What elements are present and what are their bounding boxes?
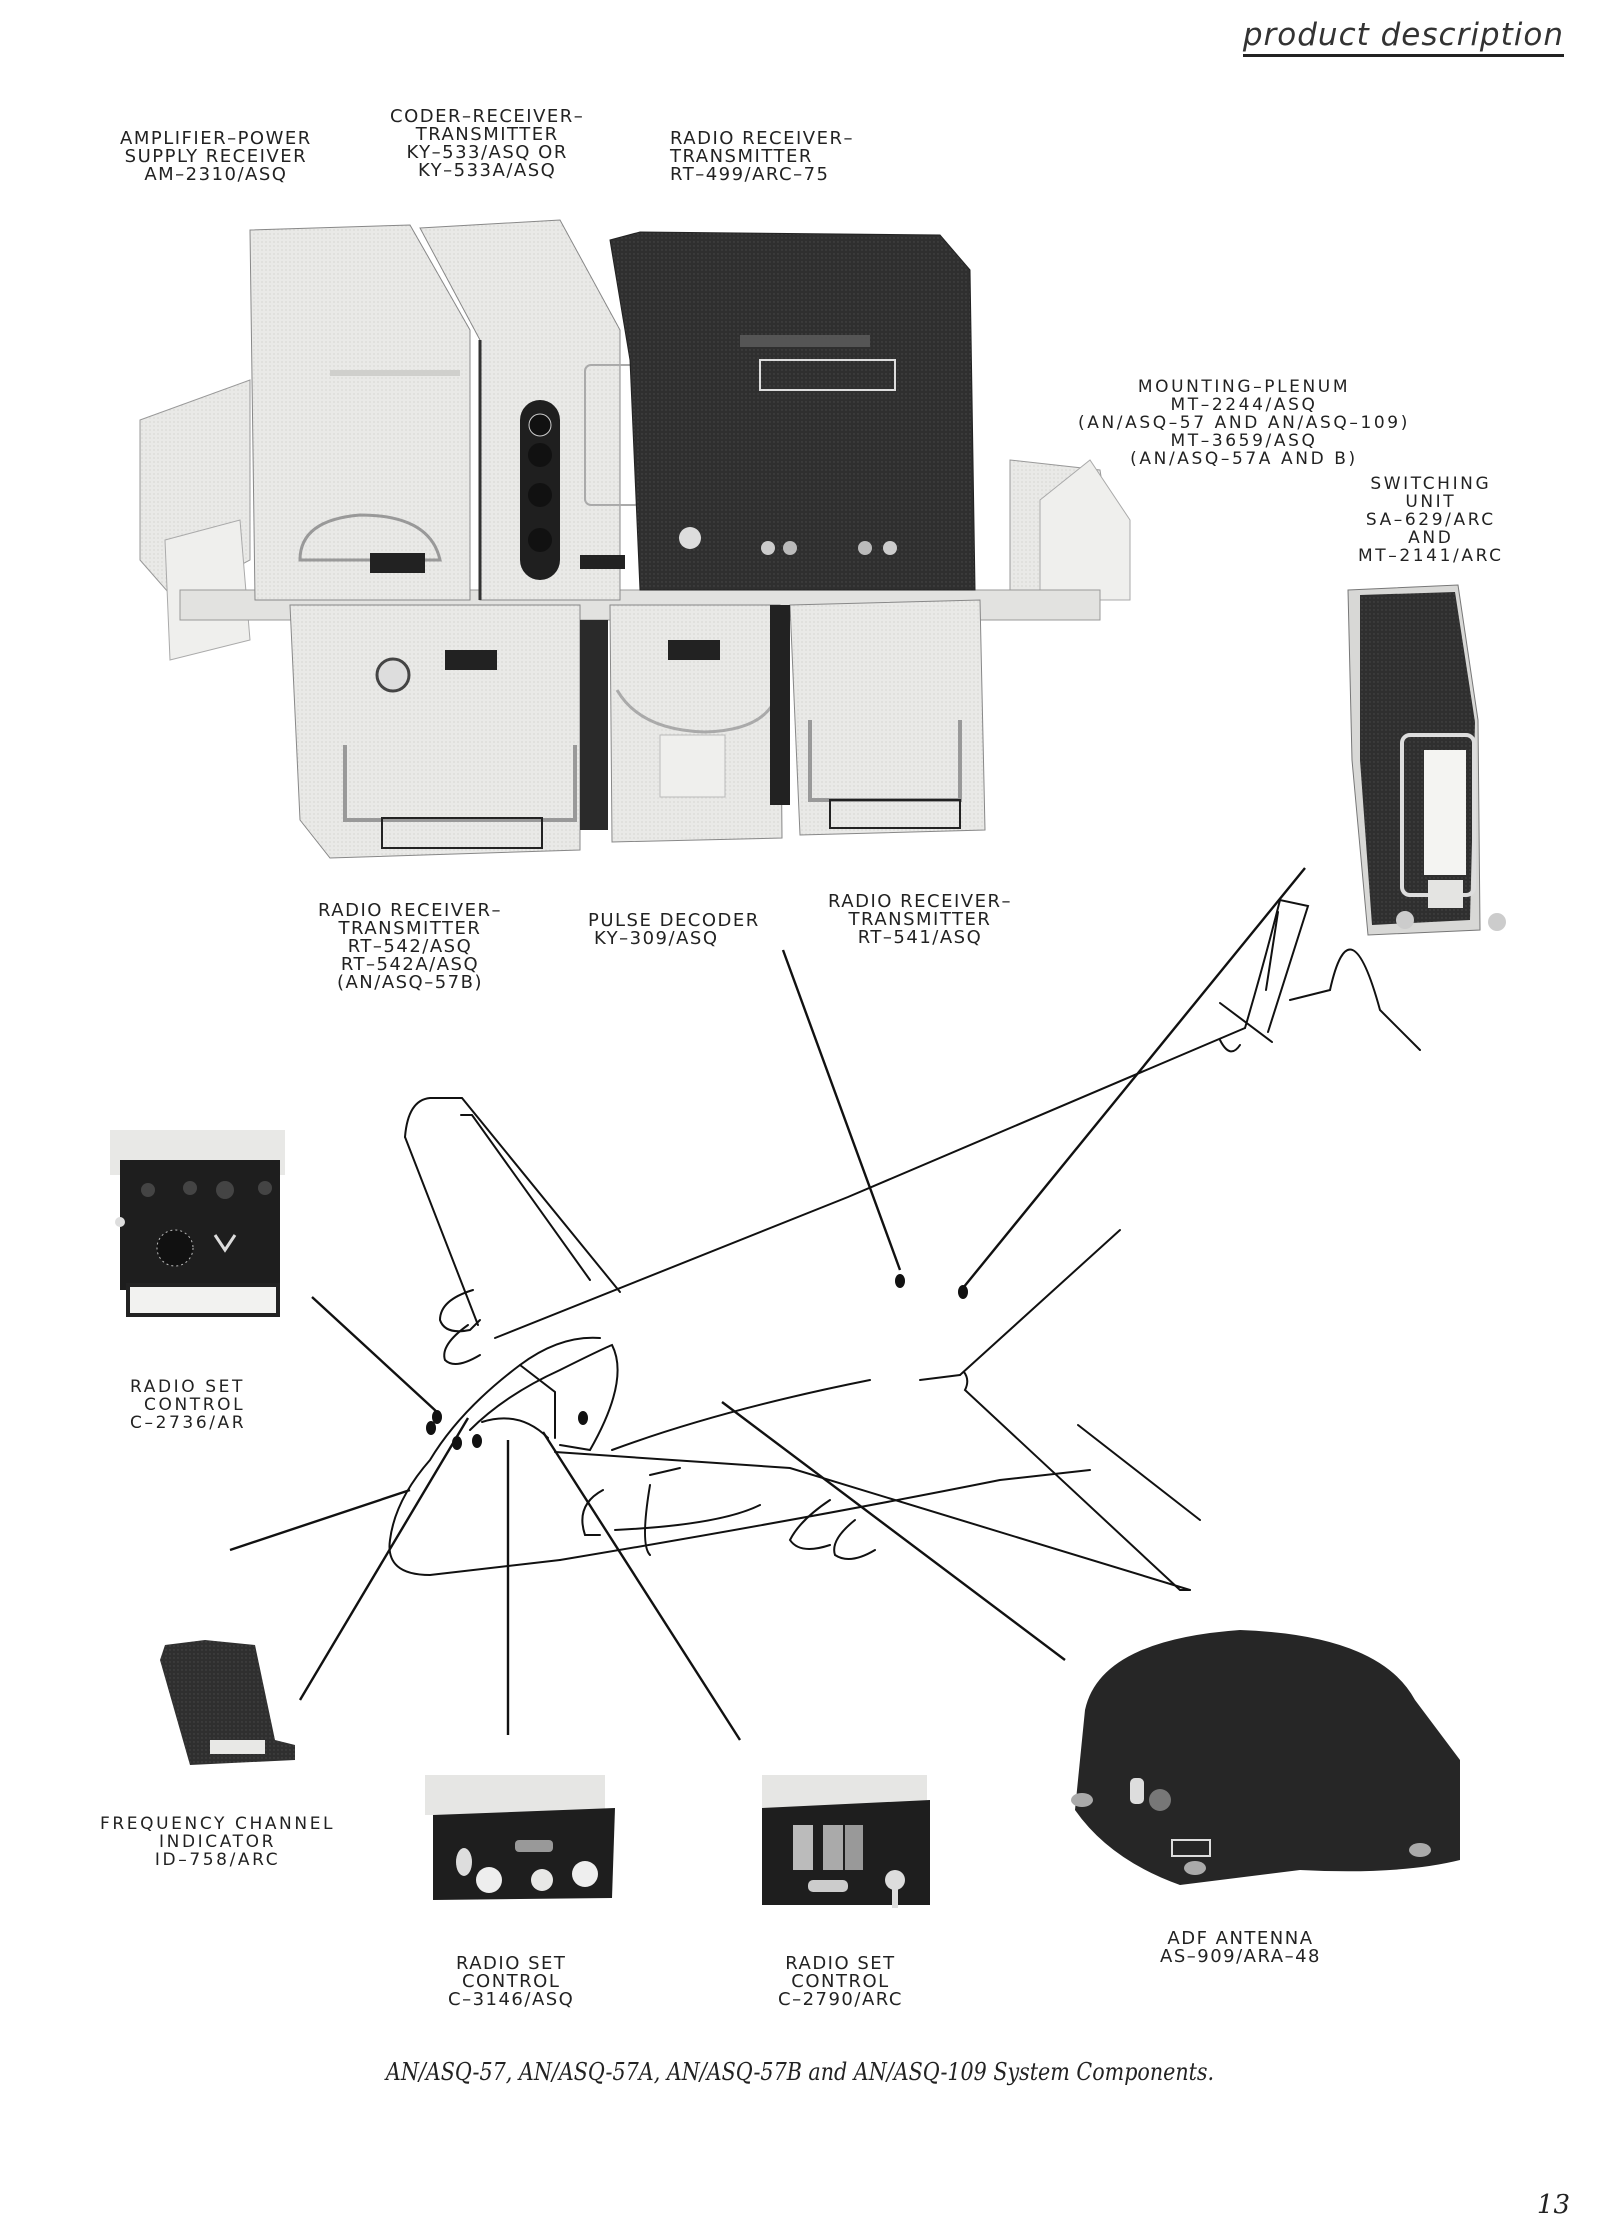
label-line: MT–2244/ASQ — [1170, 395, 1318, 415]
mounting-plenum-right-box — [1039, 459, 1131, 601]
label-line: ADF ANTENNA — [1167, 1928, 1314, 1949]
inflate-placard — [829, 799, 961, 829]
label-rt-499: RADIO RECEIVER– TRANSMITTER RT–499/ARC–7… — [670, 130, 854, 184]
frequency-indicator-photo — [160, 1640, 295, 1765]
label-line: RT–541/ASQ — [857, 927, 983, 948]
label-line: AM–2310/ASQ — [144, 164, 288, 185]
label-line: RT–542/ASQ — [347, 936, 473, 957]
nameplate — [370, 553, 425, 573]
leader-frequency-indicator — [298, 1417, 470, 1701]
label-pulse-decoder: PULSE DECODER KY–309/ASQ — [588, 912, 760, 948]
label-rt-541: RADIO RECEIVER– TRANSMITTER RT–541/ASQ — [828, 893, 1012, 947]
label-frequency-channel-indicator: FREQUENCY CHANNEL INDICATOR ID–758/ARC — [100, 1815, 335, 1869]
label-line: AS–909/ARA–48 — [1160, 1946, 1321, 1967]
leader-c-2736 — [311, 1296, 438, 1413]
label-line: MOUNTING–PLENUM — [1137, 377, 1351, 397]
label-c-2736: RADIO SET CONTROL C–2736/AR — [130, 1378, 246, 1432]
label-line: RADIO SET — [785, 1953, 896, 1974]
leader-c-2790 — [541, 1431, 742, 1741]
label-coder-receiver-transmitter: CODER–RECEIVER– TRANSMITTER KY–533/ASQ O… — [390, 108, 584, 180]
pulse-decoder-unit — [609, 604, 783, 843]
label-c-3146: RADIO SET CONTROL C–3146/ASQ — [448, 1955, 574, 2009]
label-line: CONTROL — [791, 1971, 890, 1992]
amplifier-power-supply-unit — [249, 224, 471, 601]
label-line: CONTROL — [144, 1395, 246, 1415]
label-line: RADIO SET — [455, 1953, 567, 1974]
leader-switching-unit — [962, 867, 1306, 1289]
aircraft-drawing — [388, 898, 1421, 1591]
label-line: KY–309/ASQ — [594, 928, 719, 949]
nameplate — [580, 555, 625, 569]
label-line: FREQUENCY CHANNEL — [100, 1814, 336, 1834]
label-switching-unit: SWITCHING UNIT SA–629/ARC AND MT–2141/AR… — [1358, 475, 1504, 565]
label-line: ID–758/ARC — [154, 1850, 281, 1870]
leader-pulse-decoder — [781, 949, 902, 1271]
label-line: MT–2141/ARC — [1358, 546, 1504, 566]
leader-adf-antenna — [721, 1401, 1066, 1661]
c-3146-control-photo — [425, 1775, 615, 1900]
label-line: CONTROL — [461, 1971, 561, 1992]
label-line: SA–629/ARC — [1365, 510, 1496, 530]
label-line: INDICATOR — [159, 1832, 277, 1852]
label-line: RADIO RECEIVER– — [318, 900, 502, 921]
label-line: KY–533/ASQ OR — [406, 142, 568, 163]
label-line: KY–533A/ASQ — [418, 160, 557, 181]
label-c-2790: RADIO SET CONTROL C–2790/ARC — [778, 1955, 903, 2009]
equipment-rack-photo — [139, 219, 1131, 859]
label-line: AND — [1408, 528, 1454, 548]
leader-dots — [426, 1274, 968, 1450]
c-2790-control-photo — [762, 1775, 930, 1908]
label-amplifier-power-supply: AMPLIFIER–POWER SUPPLY RECEIVER AM–2310/… — [120, 130, 312, 184]
warning-placard — [759, 359, 896, 391]
label-line: TRANSMITTER — [415, 124, 559, 145]
label-line: UNIT — [1405, 492, 1457, 512]
label-line: AMPLIFIER–POWER — [120, 128, 312, 149]
label-line: RADIO RECEIVER– — [828, 891, 1012, 912]
c-2736-control-photo — [110, 1130, 285, 1317]
inflate-placard — [381, 817, 543, 849]
nameplate — [668, 640, 720, 660]
label-line: RT–499/ARC–75 — [670, 164, 830, 185]
label-line: RADIO RECEIVER– — [670, 128, 854, 149]
label-line: SUPPLY RECEIVER — [124, 146, 308, 167]
label-line: (AN/ASQ–57A AND B) — [1130, 449, 1358, 469]
label-line: MT–3659/ASQ — [1170, 431, 1318, 451]
label-adf-antenna: ADF ANTENNA AS–909/ARA–48 — [1160, 1930, 1321, 1966]
label-line: TRANSMITTER — [338, 918, 482, 939]
label-mounting-plenum: MOUNTING–PLENUM MT–2244/ASQ (AN/ASQ–57 A… — [1078, 378, 1410, 468]
label-line: TRANSMITTER — [670, 146, 813, 167]
figure-caption: AN/ASQ-57, AN/ASQ-57A, AN/ASQ-57B and AN… — [385, 2058, 1215, 2086]
label-line: PULSE DECODER — [588, 910, 760, 931]
label-line: (AN/ASQ–57 AND AN/ASQ–109) — [1078, 413, 1410, 433]
label-rt-542: RADIO RECEIVER– TRANSMITTER RT–542/ASQ R… — [318, 902, 502, 992]
switching-unit-photo — [1347, 584, 1506, 936]
label-line: CODER–RECEIVER– — [390, 106, 585, 127]
label-line: C–3146/ASQ — [448, 1989, 575, 2010]
nameplate — [445, 650, 497, 670]
label-line: SWITCHING — [1370, 474, 1492, 494]
label-line: RT–542A/ASQ — [340, 954, 480, 975]
label-line: TRANSMITTER — [848, 909, 992, 930]
label-line: C–2736/AR — [130, 1413, 247, 1433]
rt-541-unit — [789, 599, 986, 836]
label-line: RADIO SET — [130, 1377, 245, 1397]
leader-nose — [229, 1488, 411, 1552]
label-line: (AN/ASQ–57B) — [336, 972, 484, 993]
rt-542-unit — [289, 604, 581, 859]
label-line: C–2790/ARC — [778, 1989, 903, 2010]
adf-antenna-photo — [1071, 1630, 1460, 1885]
section-header: product description — [1242, 18, 1564, 58]
rt-499-dark-unit — [609, 231, 976, 591]
page-number: 13 — [1536, 2190, 1570, 2220]
leader-lines — [229, 867, 1306, 1741]
